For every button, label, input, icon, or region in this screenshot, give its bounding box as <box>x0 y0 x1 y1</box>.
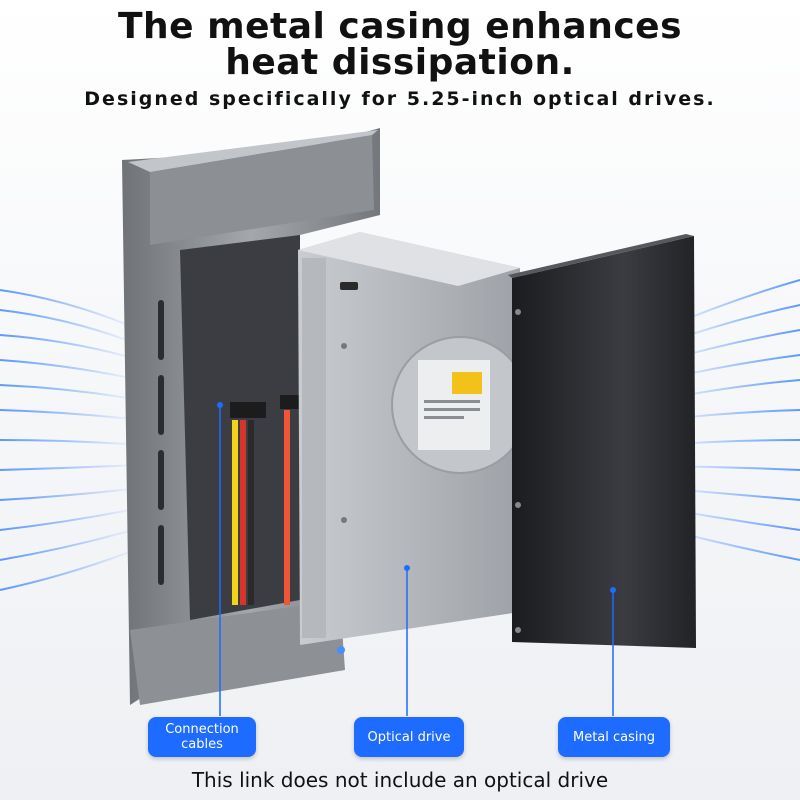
callout-label: Metal casing <box>572 729 655 745</box>
headline-line-1: The metal casing enhances <box>117 6 683 47</box>
callout-metal-casing: Metal casing <box>558 717 670 757</box>
callout-label-line1: Connection <box>165 722 239 737</box>
headline-line-2: heat dissipation. <box>225 42 575 83</box>
optical-drive <box>298 232 529 645</box>
callout-dot <box>217 402 223 408</box>
callout-label-line2: cables <box>181 737 223 752</box>
callout-connection-cables: Connection cables <box>148 717 256 757</box>
subheadline: Designed specifically for 5.25-inch opti… <box>84 88 716 110</box>
callout-label: Optical drive <box>367 729 451 745</box>
callout-optical-drive: Optical drive <box>354 717 464 757</box>
connection-cables <box>230 395 302 605</box>
callout-leaders <box>219 405 614 716</box>
airflow-left <box>0 289 141 591</box>
callout-dot <box>610 587 616 593</box>
footer-note: This link does not include an optical dr… <box>191 768 609 792</box>
callout-dot <box>404 565 410 571</box>
metal-casing-panel <box>508 234 696 648</box>
